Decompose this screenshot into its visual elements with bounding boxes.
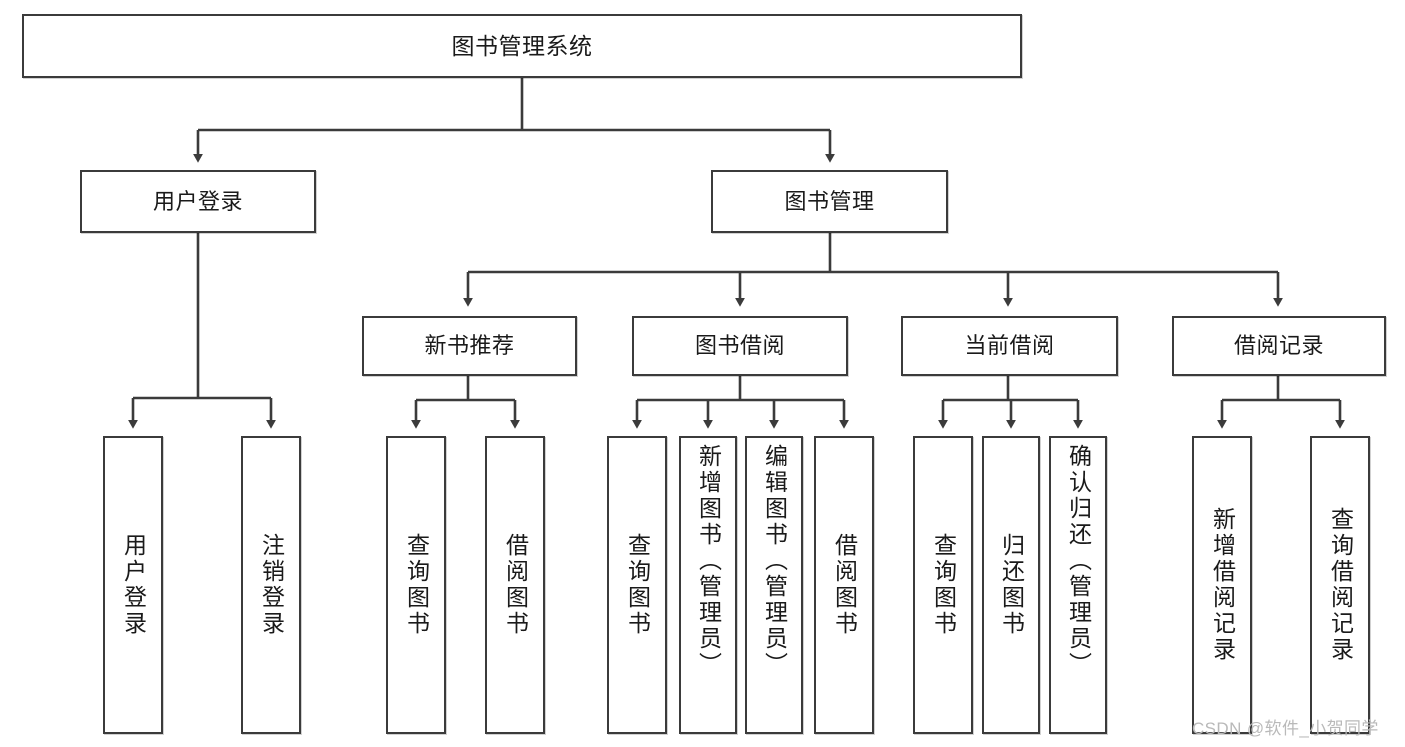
leaf-borrow-book-recommend[interactable]: 借阅图书 [485,436,545,734]
node-borrow-record[interactable]: 借阅记录 [1172,316,1386,376]
node-label: 新增图书（管理员） [695,444,722,678]
node-current-borrow[interactable]: 当前借阅 [901,316,1118,376]
node-label: 图书管理 [784,188,875,214]
leaf-add-book-admin[interactable]: 新增图书（管理员） [679,436,737,734]
node-label: 当前借阅 [964,333,1055,359]
node-label: 查询图书 [930,533,957,637]
leaf-add-borrow-record[interactable]: 新增借阅记录 [1192,436,1252,734]
node-label: 归还图书 [998,533,1025,637]
leaf-user-login[interactable]: 用户登录 [103,436,163,734]
node-label: 用户登录 [152,188,243,214]
leaf-borrow-book[interactable]: 借阅图书 [814,436,874,734]
node-user-login[interactable]: 用户登录 [80,170,316,233]
node-label: 新书推荐 [424,333,515,359]
leaf-logout[interactable]: 注销登录 [241,436,301,734]
node-label: 注销登录 [258,533,285,637]
node-label: 借阅记录 [1233,333,1324,359]
node-label: 查询图书 [403,533,430,637]
csdn-watermark: CSDN @软件_小贺同学 [1192,719,1379,738]
node-label: 查询图书 [624,533,651,637]
node-label: 借阅图书 [831,533,858,637]
node-new-book-recommend[interactable]: 新书推荐 [362,316,577,376]
node-label: 编辑图书（管理员） [761,444,788,678]
node-label: 新增借阅记录 [1209,507,1236,663]
node-label: 查询借阅记录 [1327,507,1354,663]
node-label: 图书借阅 [694,333,785,359]
leaf-confirm-return-admin[interactable]: 确认归还（管理员） [1049,436,1107,734]
node-label: 图书管理系统 [451,32,593,59]
leaf-query-book-borrow[interactable]: 查询图书 [607,436,667,734]
node-book-manage[interactable]: 图书管理 [711,170,948,233]
leaf-query-borrow-record[interactable]: 查询借阅记录 [1310,436,1370,734]
leaf-query-book-recommend[interactable]: 查询图书 [386,436,446,734]
node-label: 用户登录 [120,533,147,637]
node-root-system[interactable]: 图书管理系统 [22,14,1022,78]
node-book-borrow[interactable]: 图书借阅 [632,316,848,376]
node-label: 借阅图书 [502,533,529,637]
leaf-return-book[interactable]: 归还图书 [982,436,1040,734]
node-label: 确认归还（管理员） [1065,444,1092,678]
leaf-query-book-current[interactable]: 查询图书 [913,436,973,734]
leaf-edit-book-admin[interactable]: 编辑图书（管理员） [745,436,803,734]
